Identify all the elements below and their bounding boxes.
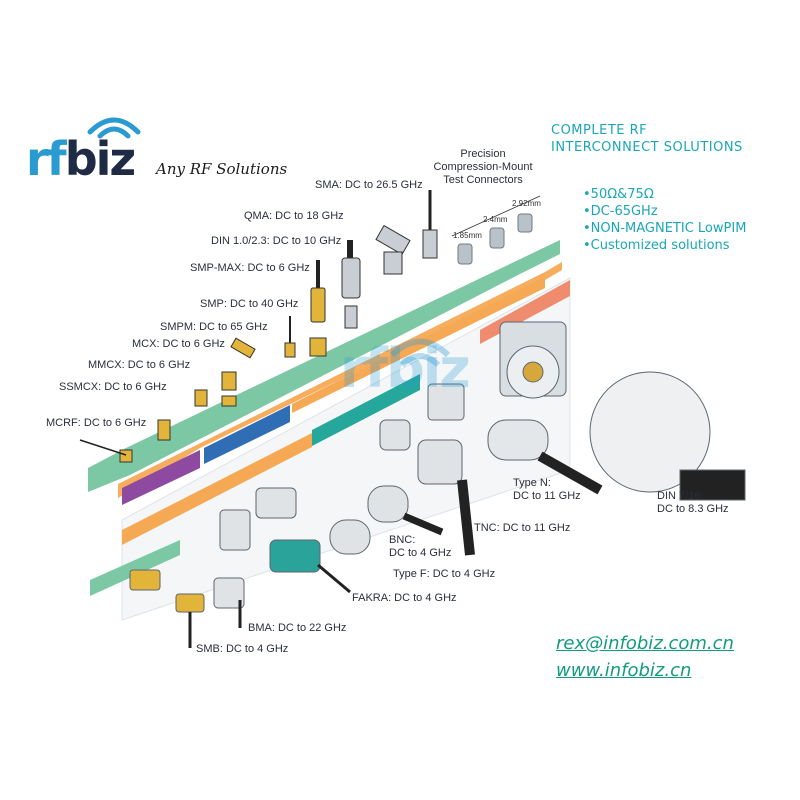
watermark-wifi-icon: [389, 338, 451, 368]
label-smb: SMB: DC to 4 GHz: [196, 643, 289, 655]
size-label-292: 2.92mm: [512, 199, 541, 208]
headline-line-1: COMPLETE RF: [551, 123, 648, 138]
test-connectors-title-line: Test Connectors: [443, 174, 523, 186]
label-bnc: BNC: DC to 4 GHz: [389, 534, 451, 560]
label-bma: BMA: DC to 22 GHz: [248, 622, 347, 634]
feature-item: •DC-65GHz: [583, 204, 658, 219]
label-type-n-line: DC to 11 GHz: [513, 490, 581, 502]
orange-band-mid: [292, 277, 545, 413]
label-din-1-0-2-3: DIN 1.0/2.3: DC to 10 GHz: [211, 235, 342, 247]
brand-logo: rfbiz Any RF Solutions: [26, 108, 296, 188]
website-link[interactable]: www.infobiz.cn: [556, 660, 692, 681]
label-qma: QMA: DC to 18 GHz: [244, 210, 344, 222]
label-smpm: SMPM: DC to 65 GHz: [160, 321, 268, 333]
upper-shelf-connectors: [79, 190, 438, 463]
logo-rf: rf: [26, 132, 67, 186]
test-connectors-title-line: Compression-Mount: [433, 161, 533, 173]
label-fakra: FAKRA: DC to 4 GHz: [352, 592, 457, 604]
test-connectors-title-line: Precision: [460, 148, 506, 160]
logo-biz: biz: [64, 132, 136, 186]
headline: COMPLETE RF INTERCONNECT SOLUTIONS: [551, 122, 781, 156]
wifi-icon: [87, 117, 141, 139]
upper-green-shelf: [88, 240, 560, 492]
size-label-24: 2.4mm: [483, 215, 508, 224]
label-type-n-line: Type N:: [513, 477, 551, 489]
size-label-185: 1.85mm: [453, 231, 482, 240]
label-smp-max: SMP-MAX: DC to 6 GHz: [190, 262, 310, 274]
headline-line-2: INTERCONNECT SOLUTIONS: [551, 140, 743, 155]
blue-band: [204, 405, 290, 464]
label-smp: SMP: DC to 40 GHz: [200, 298, 299, 310]
lower-orange-band: [122, 433, 312, 545]
purple-band: [122, 450, 200, 505]
contact-block: rex@infobiz.com.cn www.infobiz.cn: [556, 630, 796, 684]
feature-item: •50Ω&75Ω: [583, 187, 654, 202]
brand-tagline: Any RF Solutions: [156, 160, 288, 178]
feature-list: •50Ω&75Ω •DC-65GHz •NON-MAGNETIC LowPIM …: [583, 186, 793, 254]
label-tnc: TNC: DC to 11 GHz: [474, 522, 571, 534]
label-mcx: MCX: DC to 6 GHz: [132, 338, 225, 350]
label-mcrf: MCRF: DC to 6 GHz: [46, 417, 147, 429]
label-type-f: Type F: DC to 4 GHz: [393, 568, 496, 580]
label-mmcx: MMCX: DC to 6 GHz: [88, 359, 191, 371]
upper-orange-band: [118, 262, 562, 498]
test-connectors-title: Precision Compression-Mount Test Connect…: [428, 148, 538, 187]
logo-wordmark: rfbiz: [26, 136, 136, 182]
test-connectors: [451, 195, 541, 265]
label-din-7-16: DIN 7/16: DC to 8.3 GHz: [657, 490, 729, 516]
teal-band: [312, 374, 420, 446]
label-bnc-line: DC to 4 GHz: [389, 547, 452, 559]
email-link[interactable]: rex@infobiz.com.cn: [556, 633, 734, 654]
feature-item: •NON-MAGNETIC LowPIM: [583, 221, 747, 236]
label-type-n: Type N: DC to 11 GHz: [513, 477, 581, 503]
label-sma: SMA: DC to 26.5 GHz: [315, 179, 423, 191]
label-bnc-line: BNC:: [389, 534, 416, 546]
feature-item: •Customized solutions: [583, 238, 730, 253]
label-din-7-16-line: DIN 7/16:: [657, 490, 704, 502]
watermark-logo: rfbiz: [340, 337, 471, 400]
label-ssmcx: SSMCX: DC to 6 GHz: [59, 381, 167, 393]
label-din-7-16-line: DC to 8.3 GHz: [657, 503, 729, 515]
middle-panel-connectors: [129, 321, 746, 648]
lower-green-shelf: [90, 540, 180, 596]
